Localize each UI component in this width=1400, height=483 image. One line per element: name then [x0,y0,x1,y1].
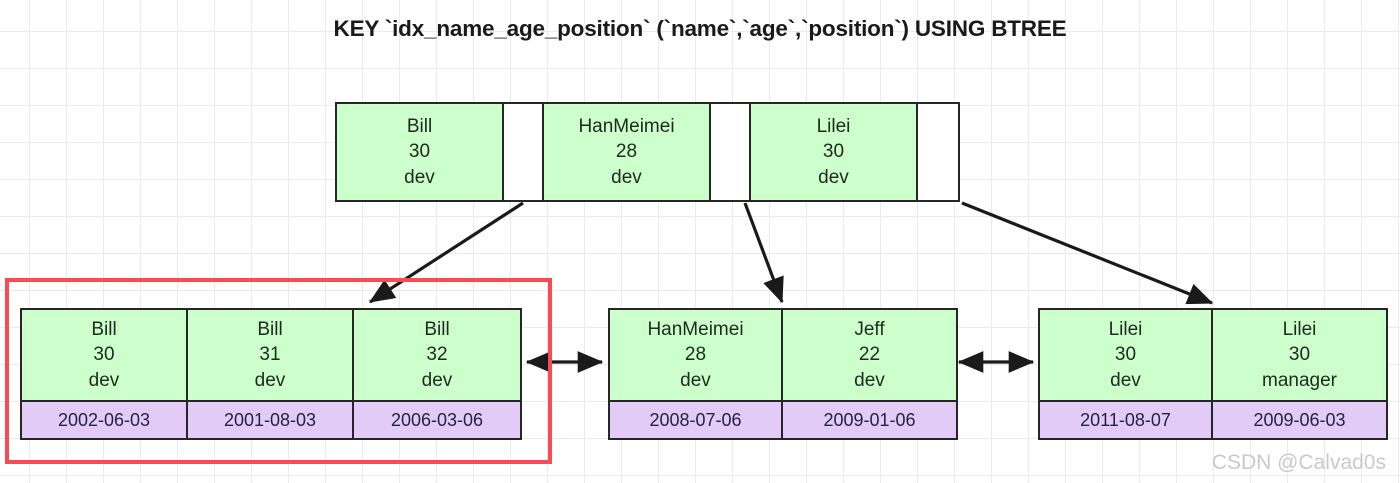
leaf-3-entry-1: Lilei 30 manager 2009-06-03 [1213,310,1386,438]
leaf-3-entry-0-name: Lilei [1108,319,1143,341]
root-entry-0-position: dev [404,166,435,188]
leaf-1-entry-1-age: 31 [259,344,281,366]
leaf-1-entry-2-age: 32 [426,344,448,366]
leaf-2-entry-1: Jeff 22 dev 2009-01-06 [783,310,956,438]
leaf-3-entry-0-age: 30 [1114,344,1137,366]
leaf-2-entry-0: HanMeimei 28 dev 2008-07-06 [610,310,783,438]
leaf-1-entry-0-age: 30 [93,344,115,366]
leaf-2-entry-0-key: HanMeimei 28 dev [610,310,781,400]
leaf-1-entry-0-name: Bill [91,319,117,341]
leaf-3-entry-0-data: 2011-08-07 [1040,400,1211,438]
leaf-1-entry-2-data: 2006-03-06 [354,400,520,438]
leaf-3-entry-1-name: Lilei [1282,319,1317,341]
leaf-1-entry-1: Bill 31 dev 2001-08-03 [188,310,354,438]
root-entry-0-age: 30 [408,141,431,163]
root-entry-2-age: 30 [822,141,845,163]
leaf-2-entry-0-position: dev [680,369,711,391]
leaf-2-entry-1-age: 22 [858,344,881,366]
connector-root-pointer-2-to-leaf-2 [743,202,784,304]
root-pointer-1 [504,104,544,200]
leaf-node-1: Bill 30 dev 2002-06-03 Bill 31 dev 2001-… [20,308,522,440]
leaf-3-entry-0: Lilei 30 dev 2011-08-07 [1040,310,1213,438]
leaf-3-entry-1-position: manager [1262,369,1337,391]
leaf-1-entry-0-key: Bill 30 dev [22,310,186,400]
page-title: KEY `idx_name_age_position` (`name`,`age… [333,16,1067,41]
leaf-2-entry-0-name: HanMeimei [647,319,744,341]
leaf-2-entry-0-age: 28 [684,344,707,366]
root-entry-1: HanMeimei 28 dev [544,104,711,200]
leaf-node-2: HanMeimei 28 dev 2008-07-06 Jeff 22 dev … [608,308,958,440]
leaf-1-entry-1-name: Bill [257,319,283,341]
leaf-3-entry-0-key: Lilei 30 dev [1040,310,1211,400]
leaf-2-entry-1-key: Jeff 22 dev [783,310,956,400]
root-entry-0: Bill 30 dev [337,104,504,200]
root-internal-node: Bill 30 dev HanMeimei 28 dev Lilei 30 de… [335,102,960,202]
leaf-2-entry-1-position: dev [854,369,885,391]
root-entry-1-name: HanMeimei [578,116,675,138]
leaf-3-entry-1-age: 30 [1288,344,1311,366]
leaf-1-entry-2-key: Bill 32 dev [354,310,520,400]
root-pointer-3 [918,104,958,200]
leaf-2-entry-1-data: 2009-01-06 [783,400,956,438]
root-entry-1-age: 28 [615,141,638,163]
root-pointer-2 [711,104,751,200]
leaf-1-entry-0: Bill 30 dev 2002-06-03 [22,310,188,438]
leaf-3-entry-1-data: 2009-06-03 [1213,400,1386,438]
leaf-node-3: Lilei 30 dev 2011-08-07 Lilei 30 manager… [1038,308,1388,440]
root-entry-1-position: dev [611,166,642,188]
root-entry-2-position: dev [818,166,849,188]
leaf-2-entry-0-data: 2008-07-06 [610,400,781,438]
leaf-3-entry-1-key: Lilei 30 manager [1213,310,1386,400]
leaf-1-entry-0-data: 2002-06-03 [22,400,186,438]
leaf-1-entry-1-position: dev [254,369,286,391]
watermark: CSDN @Calvad0s [1211,451,1386,474]
root-entry-2: Lilei 30 dev [751,104,918,200]
leaf-1-entry-1-key: Bill 31 dev [188,310,352,400]
leaf-1-entry-1-data: 2001-08-03 [188,400,352,438]
leaf-2-entry-1-name: Jeff [854,319,885,341]
leaf-3-entry-0-position: dev [1110,369,1141,391]
leaf-1-entry-2: Bill 32 dev 2006-03-06 [354,310,520,438]
leaf-1-entry-2-name: Bill [424,319,450,341]
root-entry-2-name: Lilei [816,116,851,138]
root-entry-0-name: Bill [406,116,433,138]
connector-root-pointer-3-to-leaf-3 [961,201,1214,305]
leaf-1-entry-0-position: dev [88,369,120,391]
leaf-1-entry-2-position: dev [421,369,453,391]
